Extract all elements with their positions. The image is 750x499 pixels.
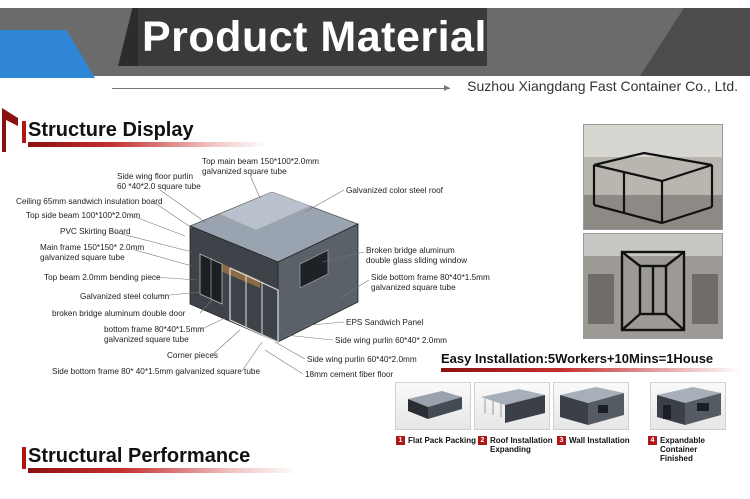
step-label-flat-pack: Flat Pack Packing	[408, 436, 477, 445]
company-name: Suzhou Xiangdang Fast Container Co., Ltd…	[467, 78, 738, 94]
page-title: Product Material	[138, 8, 487, 66]
step-label-wall: Wall Installation	[569, 436, 630, 445]
label-pvc-skirting: PVC Skirting Board	[60, 227, 131, 236]
label-eps-panel: EPS Sandwich Panel	[346, 318, 424, 327]
window	[299, 249, 329, 289]
floor-deck	[218, 262, 260, 288]
label-top-side-beam: Top side beam 100*100*2.0mm	[26, 211, 141, 220]
photo-frame-structure	[583, 124, 723, 230]
label-galvanized-roof: Galvanized color steel roof	[346, 186, 443, 195]
step-number: 3	[557, 436, 566, 445]
label-side-wing-floor-purlin: Side wing floor purlin 60 *40*2.0 square…	[117, 172, 201, 191]
section-rule	[28, 142, 268, 147]
label-ceiling: Ceiling 65mm sandwich insulation board	[16, 197, 163, 206]
label-bottom-frame: bottom frame 80*40*1.5mm galvanized squa…	[104, 325, 205, 344]
label-main-frame: Main frame 150*150* 2.0mm galvanized squ…	[40, 243, 145, 262]
step-image-wall	[553, 382, 629, 430]
step-image-roof	[474, 382, 550, 430]
section-accent	[22, 447, 26, 469]
red-bracket-icon	[2, 108, 18, 152]
photo-frame-interior	[583, 233, 723, 339]
label-side-wing-purlin-1: Side wing purlin 60*40* 2.0mm	[335, 336, 447, 345]
label-side-wing-purlin-2: Side wing purlin 60*40*2.0mm	[307, 355, 417, 364]
label-broken-bridge-window: Broken bridge aluminum double glass slid…	[366, 246, 468, 265]
step-image-finished	[650, 382, 726, 430]
installation-rule	[441, 368, 741, 372]
step-image-flat-pack	[395, 382, 471, 430]
step-number: 2	[478, 436, 487, 445]
label-corner-pieces: Corner pieces	[167, 351, 218, 360]
header-rule	[112, 88, 450, 89]
step-number: 4	[648, 436, 657, 445]
label-broken-bridge-door: broken bridge aluminum double door	[52, 309, 186, 318]
step-number: 1	[396, 436, 405, 445]
roof-highlight	[220, 192, 310, 230]
label-galvanized-column: Galvanized steel column	[80, 292, 170, 301]
installation-headline: Easy Installation:5Workers+10Mins=1House	[441, 351, 714, 366]
label-top-main-beam: Top main beam 150*100*2.0mm galvanized s…	[202, 157, 319, 176]
section-title-structural-performance: Structural Performance	[28, 445, 251, 467]
section-accent	[22, 121, 26, 143]
label-side-bottom-frame-left: Side bottom frame 80* 40*1.5mm galvanize…	[52, 367, 260, 376]
step-label-finished: Expandable Container Finished	[660, 436, 705, 463]
arrow-icon	[444, 85, 450, 91]
house-illustration	[188, 192, 360, 343]
section-rule	[28, 468, 298, 473]
label-top-beam-bending: Top beam 2.0mm bending piece	[44, 273, 161, 282]
section-title-structure-display: Structure Display	[28, 119, 194, 141]
label-cement-floor: 18mm cement fiber floor	[305, 370, 394, 379]
step-label-roof: Roof Installation Expanding	[490, 436, 553, 454]
label-side-bottom-frame-right: Side bottom frame 80*40*1.5mm galvanized…	[371, 273, 490, 292]
